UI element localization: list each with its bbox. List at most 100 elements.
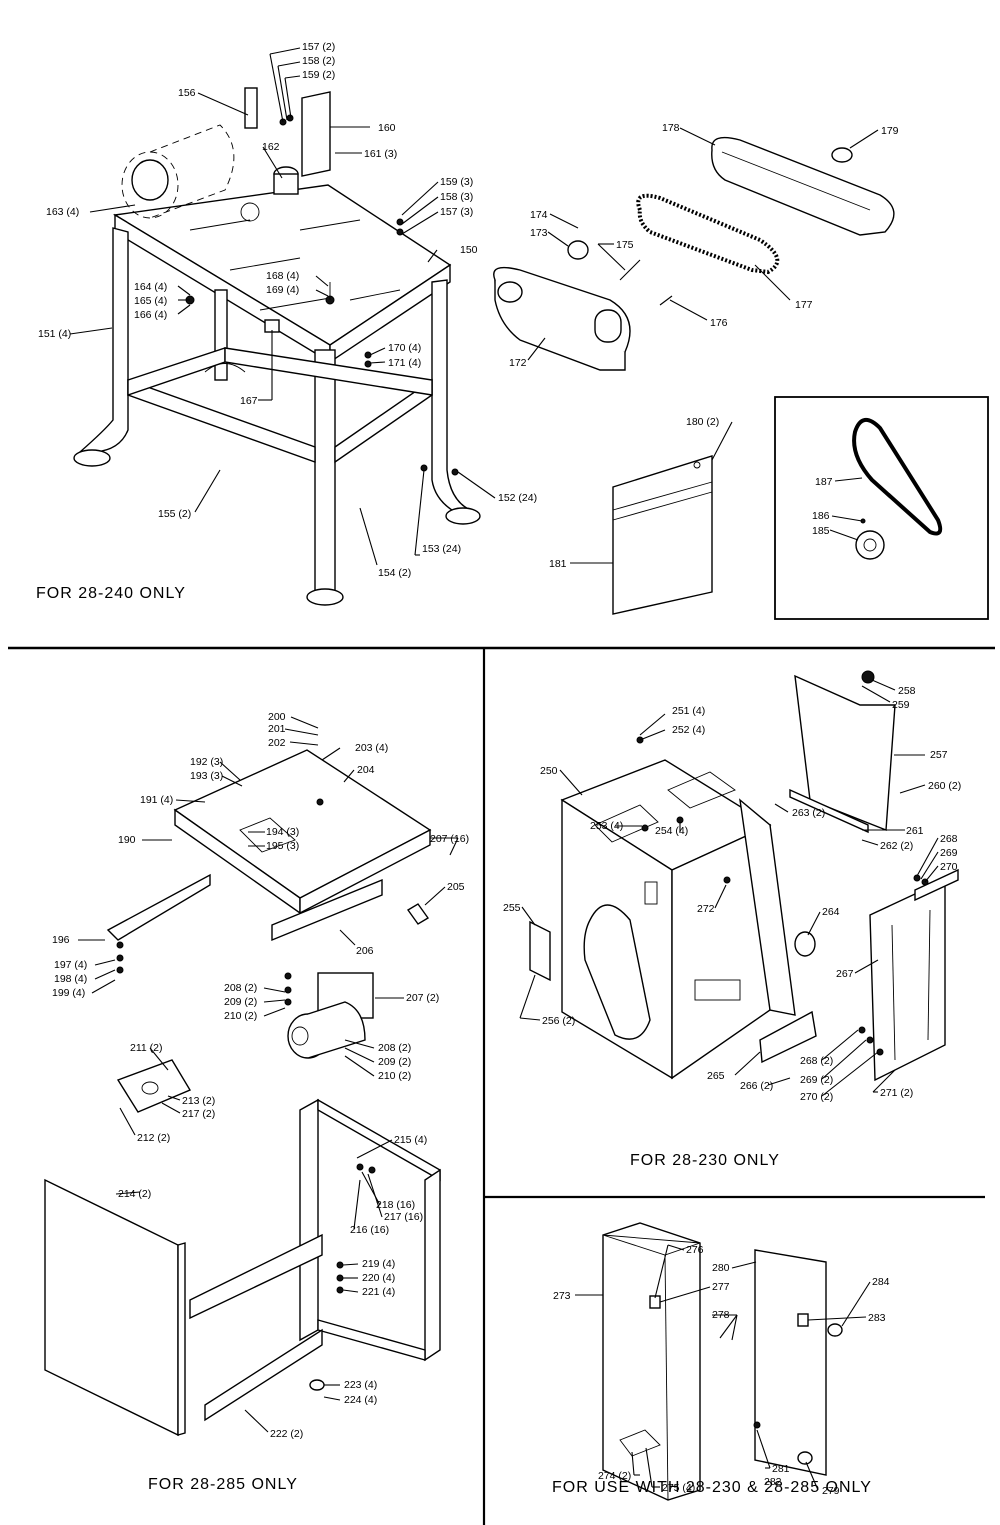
label-209b: 209 (2) bbox=[378, 1056, 411, 1068]
label-217a: 217 (2) bbox=[182, 1108, 215, 1120]
label-193: 193 (3) bbox=[190, 770, 223, 782]
stand-assembly-28-285 bbox=[44, 749, 441, 1437]
label-255: 255 bbox=[503, 902, 521, 914]
label-263: 263 (2) bbox=[792, 807, 825, 819]
label-179: 179 bbox=[881, 125, 899, 137]
label-213: 213 (2) bbox=[182, 1095, 215, 1107]
label-186: 186 bbox=[812, 510, 830, 522]
label-271: 271 (2) bbox=[880, 1087, 913, 1099]
label-274: 274 (2) bbox=[598, 1470, 631, 1482]
caption-28-230-28-285: FOR USE WITH 28-230 & 28-285 ONLY bbox=[552, 1479, 872, 1496]
label-278: 278 bbox=[712, 1309, 730, 1321]
label-153: 153 (24) bbox=[422, 543, 461, 555]
part-labels: 156 157 (2) 158 (2) 159 (2) 160 161 (3) … bbox=[38, 41, 961, 1497]
label-176: 176 bbox=[710, 317, 728, 329]
label-168: 168 (4) bbox=[266, 270, 299, 282]
label-215: 215 (4) bbox=[394, 1134, 427, 1146]
label-267: 267 bbox=[836, 968, 854, 980]
label-164: 164 (4) bbox=[134, 281, 167, 293]
label-174: 174 bbox=[530, 209, 548, 221]
label-219: 219 (4) bbox=[362, 1258, 395, 1270]
label-273: 273 bbox=[553, 1290, 571, 1302]
label-221: 221 (4) bbox=[362, 1286, 395, 1298]
label-151: 151 (4) bbox=[38, 328, 71, 340]
label-220: 220 (4) bbox=[362, 1272, 395, 1284]
label-201: 201 bbox=[268, 723, 286, 735]
label-200: 200 bbox=[268, 711, 286, 723]
label-262: 262 (2) bbox=[880, 840, 913, 852]
label-208b: 208 (2) bbox=[378, 1042, 411, 1054]
panel-captions: FOR 28-240 ONLY FOR 28-285 ONLY FOR 28-2… bbox=[36, 585, 872, 1496]
label-158b: 158 (3) bbox=[440, 191, 473, 203]
cabinet-assembly-28-230 bbox=[529, 670, 959, 1082]
label-162: 162 bbox=[262, 141, 280, 153]
label-172: 172 bbox=[509, 357, 527, 369]
label-259: 259 bbox=[892, 699, 910, 711]
label-224: 224 (4) bbox=[344, 1394, 377, 1406]
label-199: 199 (4) bbox=[52, 987, 85, 999]
label-165: 165 (4) bbox=[134, 295, 167, 307]
label-253: 253 (4) bbox=[590, 820, 623, 832]
label-211: 211 (2) bbox=[130, 1042, 163, 1054]
label-169: 169 (4) bbox=[266, 284, 299, 296]
label-181: 181 bbox=[549, 558, 567, 570]
label-222: 222 (2) bbox=[270, 1428, 303, 1440]
label-161: 161 (3) bbox=[364, 148, 397, 160]
label-152: 152 (24) bbox=[498, 492, 537, 504]
label-282: 282 bbox=[764, 1476, 782, 1488]
label-254: 254 (4) bbox=[655, 825, 688, 837]
label-192: 192 (3) bbox=[190, 756, 223, 768]
label-202: 202 bbox=[268, 737, 286, 749]
label-252: 252 (4) bbox=[672, 724, 705, 736]
label-191: 191 (4) bbox=[140, 794, 173, 806]
label-210a: 210 (2) bbox=[224, 1010, 257, 1022]
label-257: 257 bbox=[930, 749, 948, 761]
label-170: 170 (4) bbox=[388, 342, 421, 354]
label-261: 261 bbox=[906, 825, 924, 837]
label-187: 187 bbox=[815, 476, 833, 488]
label-277: 277 bbox=[712, 1281, 730, 1293]
label-251: 251 (4) bbox=[672, 705, 705, 717]
accessory-box-assembly bbox=[602, 1222, 843, 1501]
label-269a: 269 bbox=[940, 847, 958, 859]
label-178: 178 bbox=[662, 122, 680, 134]
label-223: 223 (4) bbox=[344, 1379, 377, 1391]
label-154: 154 (2) bbox=[378, 567, 411, 579]
label-185: 185 bbox=[812, 525, 830, 537]
label-190: 190 bbox=[118, 834, 136, 846]
label-250: 250 bbox=[540, 765, 558, 777]
label-177: 177 bbox=[795, 299, 813, 311]
label-275: 275 (4) bbox=[662, 1482, 695, 1494]
label-209a: 209 (2) bbox=[224, 996, 257, 1008]
label-167: 167 bbox=[240, 395, 258, 407]
belt-guard-assembly bbox=[493, 136, 895, 371]
label-158a: 158 (2) bbox=[302, 55, 335, 67]
label-207b: 207 (2) bbox=[406, 992, 439, 1004]
label-218: 218 (16) bbox=[376, 1199, 415, 1211]
label-256: 256 (2) bbox=[542, 1015, 575, 1027]
label-159a: 159 (2) bbox=[302, 69, 335, 81]
label-283: 283 bbox=[868, 1312, 886, 1324]
label-196: 196 bbox=[52, 934, 70, 946]
caption-28-240: FOR 28-240 ONLY bbox=[36, 585, 186, 602]
label-214: 214 (2) bbox=[118, 1188, 151, 1200]
label-203: 203 (4) bbox=[355, 742, 388, 754]
label-276: 276 bbox=[686, 1244, 704, 1256]
label-166: 166 (4) bbox=[134, 309, 167, 321]
label-198: 198 (4) bbox=[54, 973, 87, 985]
label-266: 266 (2) bbox=[740, 1080, 773, 1092]
label-163: 163 (4) bbox=[46, 206, 79, 218]
label-279: 279 bbox=[822, 1485, 840, 1497]
label-269b: 269 (2) bbox=[800, 1074, 833, 1086]
label-157a: 157 (2) bbox=[302, 41, 335, 53]
label-206: 206 bbox=[356, 945, 374, 957]
label-280: 280 bbox=[712, 1262, 730, 1274]
label-194: 194 (3) bbox=[266, 826, 299, 838]
label-284: 284 bbox=[872, 1276, 890, 1288]
label-212: 212 (2) bbox=[137, 1132, 170, 1144]
label-270b: 270 (2) bbox=[800, 1091, 833, 1103]
label-217b: 217 (16) bbox=[384, 1211, 423, 1223]
leader-lines bbox=[69, 47, 939, 1491]
label-195: 195 (3) bbox=[266, 840, 299, 852]
